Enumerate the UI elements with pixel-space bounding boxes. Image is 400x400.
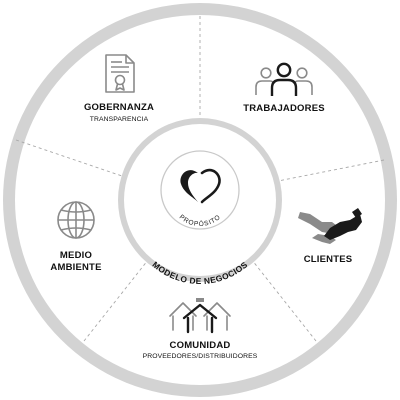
segment-comunidad: COMUNIDAD PROVEEDORES/DISTRIBUIDORES — [143, 298, 258, 360]
divider-bottom-left — [83, 259, 149, 342]
segment-medio-ambiente: MEDIO AMBIENTE — [50, 201, 101, 273]
heart-icon — [180, 168, 221, 204]
segment-gobernanza: GOBERNANZA TRANSPARENCIA — [84, 54, 154, 123]
document-certificate-icon — [105, 54, 135, 93]
divider-bottom-right — [251, 259, 317, 342]
team-people-icon — [255, 62, 313, 96]
comunidad-subtitle: PROVEEDORES/DISTRIBUIDORES — [143, 353, 258, 360]
hub-inner — [124, 124, 276, 276]
divider-left — [15, 139, 123, 177]
segment-clientes: CLIENTES — [298, 208, 362, 265]
houses-icon — [169, 298, 231, 334]
globe-icon — [57, 201, 95, 239]
gobernanza-title: GOBERNANZA — [84, 102, 154, 113]
segment-trabajadores: TRABAJADORES — [243, 62, 325, 114]
handshake-icon — [298, 208, 362, 244]
gobernanza-subtitle: TRANSPARENCIA — [90, 116, 149, 123]
medio-ambiente-title-line-1: MEDIO — [60, 250, 92, 261]
divider-right — [277, 159, 385, 182]
segment-dividers — [15, 16, 385, 342]
trabajadores-title: TRABAJADORES — [243, 103, 325, 114]
medio-ambiente-title-line-2: AMBIENTE — [50, 262, 101, 273]
core-ring — [160, 150, 240, 230]
comunidad-title: COMUNIDAD — [170, 340, 231, 351]
clientes-title: CLIENTES — [304, 254, 353, 265]
